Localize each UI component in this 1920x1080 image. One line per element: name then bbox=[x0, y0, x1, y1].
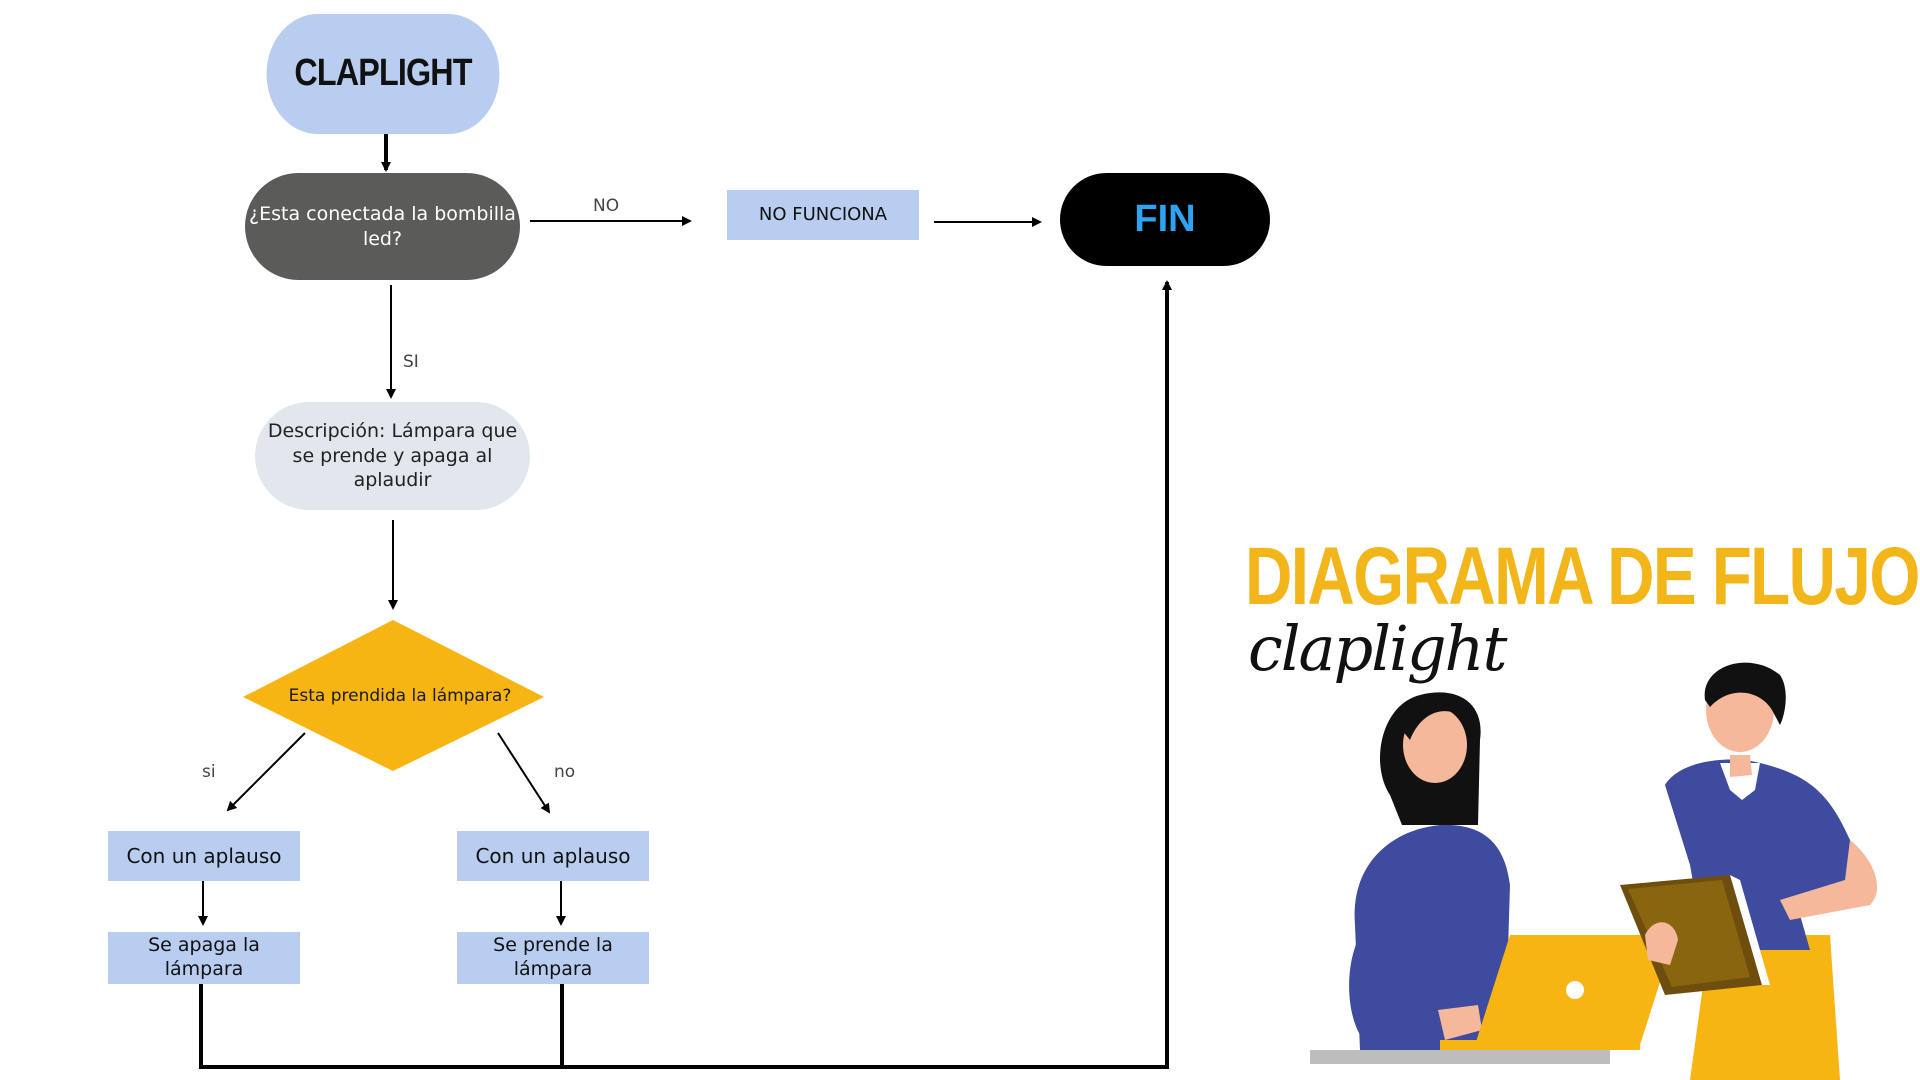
not-working-node: NO FUNCIONA bbox=[727, 190, 919, 240]
edge-label-si-lower: si bbox=[202, 762, 216, 782]
edge-label-si: SI bbox=[403, 352, 419, 372]
people-illustration bbox=[1310, 662, 1878, 1080]
start-node: CLAPLIGHT bbox=[266, 14, 500, 134]
return-to-fin-line bbox=[199, 280, 1172, 1069]
title-main: DIAGRAMA DE FLUJO bbox=[1245, 531, 1920, 622]
arrow-decision-to-left bbox=[226, 732, 306, 812]
arrow-decision-to-right bbox=[497, 732, 551, 814]
clap-left-node: Con un aplauso bbox=[108, 831, 300, 881]
laptop bbox=[1440, 935, 1675, 1050]
man-figure bbox=[1620, 662, 1878, 1080]
decision-diamond bbox=[243, 620, 544, 771]
description-node: Descripción: Lámpara que se prende y apa… bbox=[255, 402, 530, 510]
end-node: FIN bbox=[1060, 173, 1270, 266]
woman-figure bbox=[1349, 692, 1510, 1050]
title-sub: claplight bbox=[1248, 612, 1507, 685]
edge-label-no: NO bbox=[593, 196, 620, 216]
decision-label: Esta prendida la lámpara? bbox=[288, 686, 512, 706]
result-off-node: Se apaga la lámpara bbox=[108, 932, 300, 984]
result-on-node: Se prende la lámpara bbox=[457, 932, 649, 984]
desk bbox=[1310, 1050, 1610, 1064]
question-connected-node: ¿Esta conectada la bombilla led? bbox=[245, 173, 520, 280]
edge-label-no-lower: no bbox=[554, 762, 576, 782]
clap-right-node: Con un aplauso bbox=[457, 831, 649, 881]
